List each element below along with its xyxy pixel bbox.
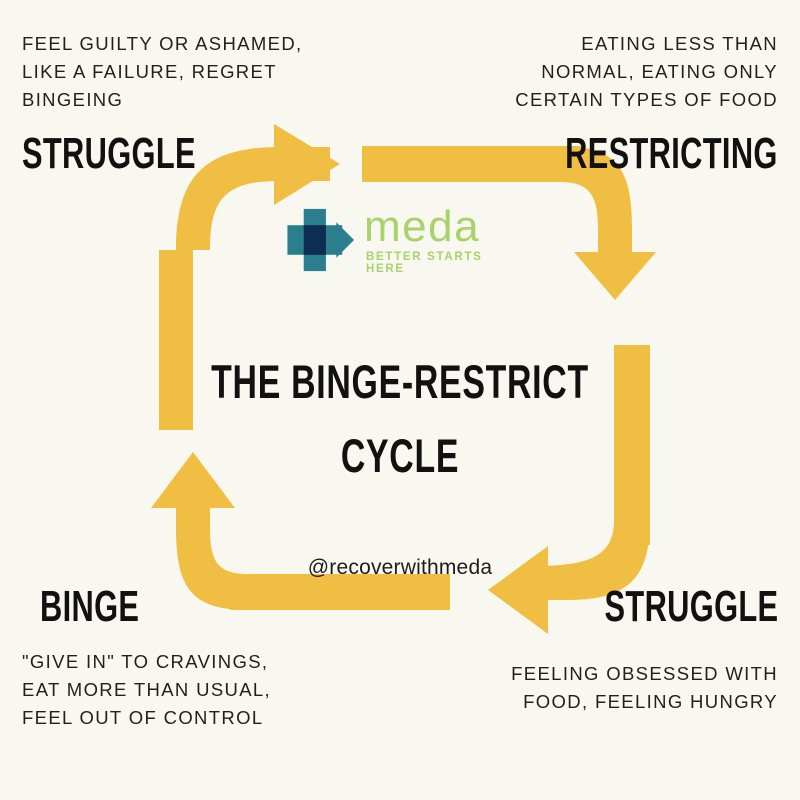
page-title: THE BINGE-RESTRICT CYCLE	[0, 345, 800, 494]
stage-description-struggle-top: FEEL GUILTY OR ASHAMED, LIKE A FAILURE, …	[22, 33, 303, 111]
stage-description-restricting: EATING LESS THAN NORMAL, EATING ONLY CER…	[515, 33, 778, 111]
arrow-bottom	[230, 520, 650, 634]
arrow-right	[560, 146, 656, 545]
stage-description-struggle-bottom: FEELING OBSESSED WITH FOOD, FEELING HUNG…	[511, 663, 778, 713]
page-title-line-1: THE BINGE-RESTRICT	[211, 355, 589, 408]
logo-wordmark: meda	[364, 202, 481, 252]
arrow-left	[151, 250, 248, 610]
stage-label-struggle-top: STRUGGLE	[22, 129, 196, 178]
stage-label-restricting: RESTRICTING	[565, 129, 778, 178]
stage-label-struggle-bottom: STRUGGLE	[604, 582, 778, 631]
logo-tagline: BETTER STARTS HERE	[366, 250, 483, 275]
page-title-line-2: CYCLE	[340, 429, 460, 483]
logo-text-block: meda BETTER STARTS HERE	[364, 202, 507, 275]
social-handle: @recoverwithmeda	[307, 556, 493, 579]
stage-description-binge: "GIVE IN" TO CRAVINGS, EAT MORE THAN USU…	[22, 651, 272, 729]
cross-arrow-icon	[287, 208, 355, 272]
stage-label-binge: BINGE	[40, 582, 140, 631]
arrow-top	[176, 124, 582, 250]
meda-logo: meda BETTER STARTS HERE	[283, 203, 507, 277]
